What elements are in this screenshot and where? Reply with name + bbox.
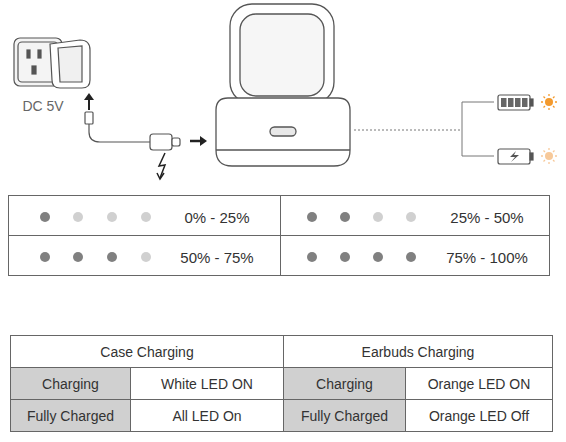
led-level-table	[9, 196, 550, 276]
level-range: 75% - 100%	[426, 245, 548, 269]
table-header: Earbuds Charging	[284, 336, 552, 367]
usb-cable	[85, 112, 207, 179]
orange-led-icons	[541, 94, 557, 164]
battery-icons	[498, 95, 533, 164]
voltage-label: DC 5V	[12, 96, 74, 116]
table-cell: White LED ON	[131, 368, 283, 399]
table-cell: Charging	[11, 368, 130, 399]
table-cell: Fully Charged	[11, 400, 130, 431]
led-leader-lines	[354, 102, 494, 156]
charging-case	[216, 4, 350, 166]
table-cell: All LED On	[131, 400, 283, 431]
level-range: 25% - 50%	[426, 205, 548, 229]
table-cell: Orange LED ON	[406, 368, 552, 399]
table-cell: Orange LED Off	[406, 400, 552, 431]
table-cell: Fully Charged	[284, 400, 405, 431]
table-header: Case Charging	[11, 336, 283, 367]
table-cell: Charging	[284, 368, 405, 399]
level-range: 50% - 75%	[158, 245, 276, 269]
charging-status-table	[10, 336, 553, 432]
level-range: 0% - 25%	[158, 205, 276, 229]
